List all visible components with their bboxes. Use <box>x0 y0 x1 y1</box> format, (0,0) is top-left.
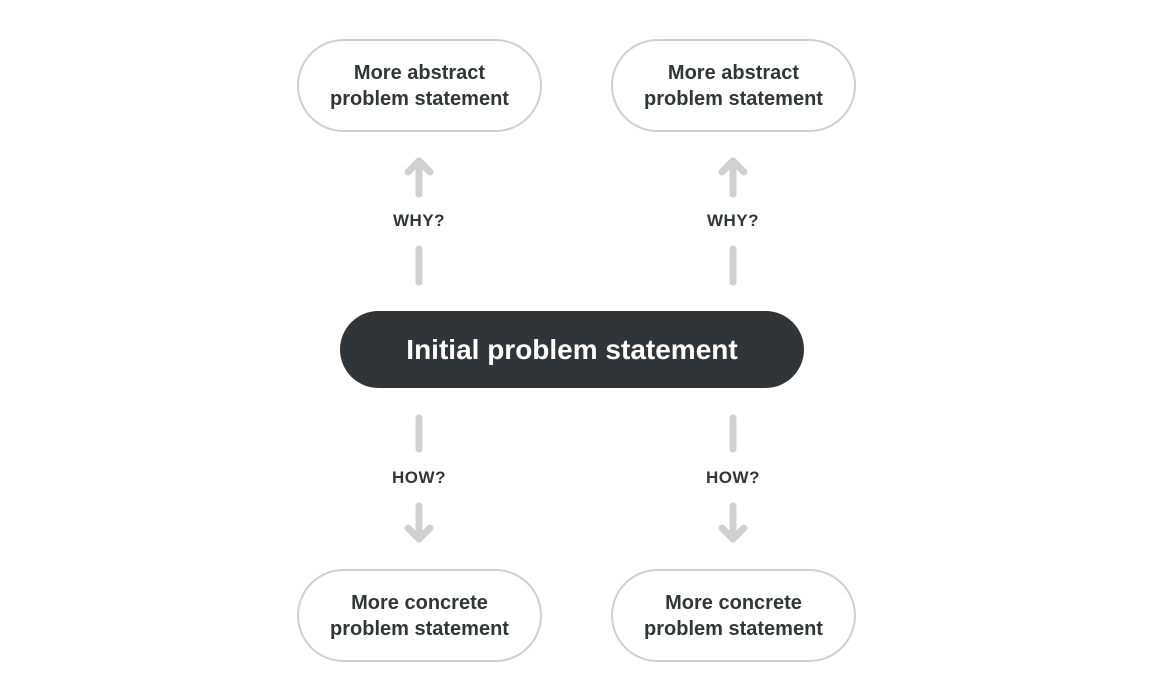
why-arrow-left <box>404 157 434 286</box>
node-line-2: problem statement <box>644 87 823 110</box>
node-line-1: More abstract <box>667 61 800 84</box>
concrete-node-right: More concrete problem statement <box>611 569 856 662</box>
why-arrow-right <box>718 157 748 286</box>
initial-problem-node: Initial problem statement <box>340 311 804 388</box>
node-line-1: More concrete <box>665 591 802 614</box>
up-arrowhead-icon <box>718 157 748 176</box>
why-label-right: WHY? <box>706 211 760 230</box>
how-arrow-left <box>404 414 434 543</box>
down-arrowhead-icon <box>404 524 434 543</box>
node-line-2: problem statement <box>330 617 509 640</box>
how-arrow-right <box>718 414 748 543</box>
node-line-2: problem statement <box>644 617 823 640</box>
node-line-2: problem statement <box>330 87 509 110</box>
how-label-left: HOW? <box>392 468 446 487</box>
concrete-node-left: More concrete problem statement <box>297 569 542 662</box>
abstract-node-right: More abstract problem statement <box>611 39 856 132</box>
how-label-right: HOW? <box>706 468 760 487</box>
down-arrowhead-icon <box>718 524 748 543</box>
node-line-1: More abstract <box>353 61 486 84</box>
up-arrowhead-icon <box>404 157 434 176</box>
why-label-left: WHY? <box>392 211 446 230</box>
initial-problem-label: Initial problem statement <box>406 333 738 365</box>
node-line-1: More concrete <box>351 591 488 614</box>
abstract-node-left: More abstract problem statement <box>297 39 542 132</box>
